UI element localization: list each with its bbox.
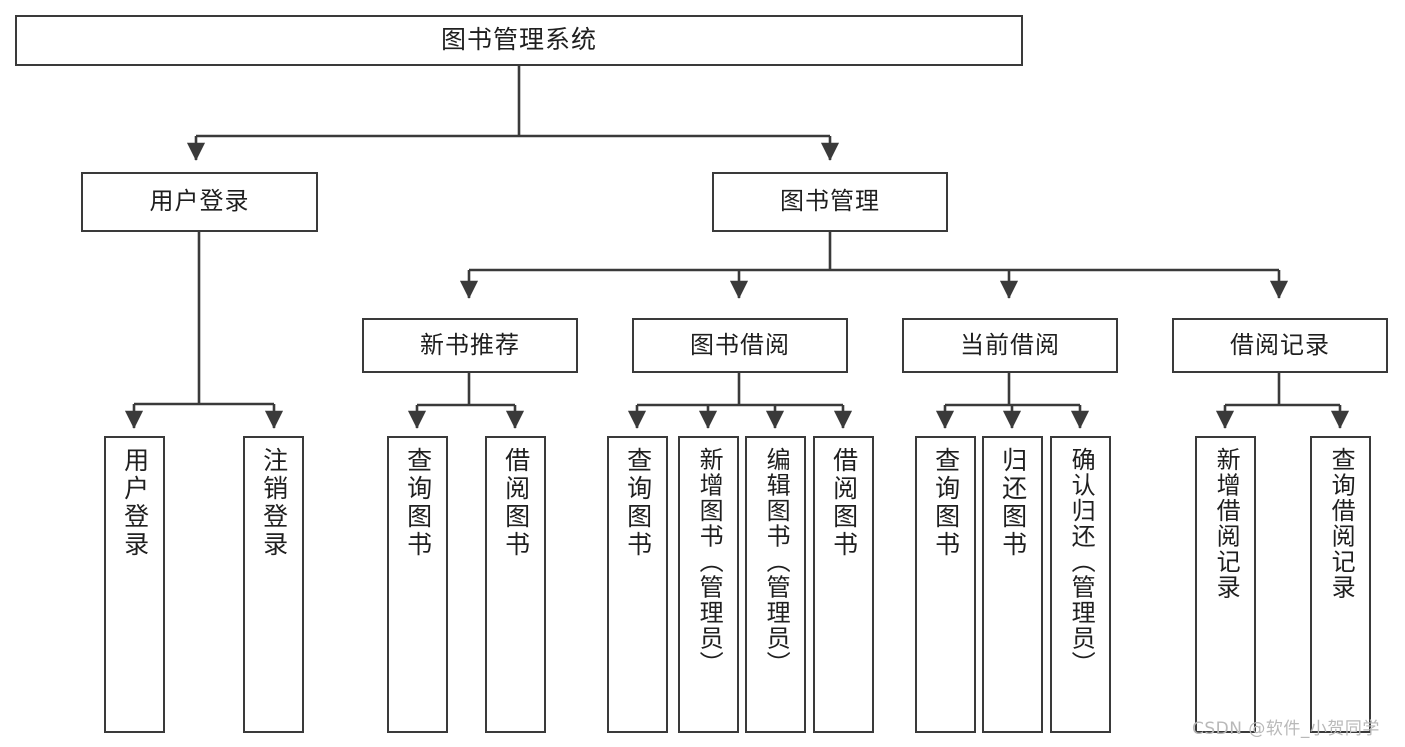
node-leaf-logout-label: 注销登录 [259, 447, 289, 559]
node-leaf-confirm-return-admin[interactable]: 确认归还（管理员） [1050, 436, 1111, 733]
node-leaf-edit-book-admin[interactable]: 编辑图书（管理员） [745, 436, 806, 733]
node-leaf-current-query-book[interactable]: 查询图书 [915, 436, 976, 733]
node-current-borrow[interactable]: 当前借阅 [902, 318, 1118, 373]
node-leaf-query-borrow-record[interactable]: 查询借阅记录 [1310, 436, 1371, 733]
node-leaf-add-borrow-record-label: 新增借阅记录 [1212, 447, 1241, 600]
node-leaf-add-book-admin-label: 新增图书（管理员） [695, 447, 724, 677]
node-user-login-label: 用户登录 [149, 187, 250, 216]
node-leaf-return-book-label: 归还图书 [998, 447, 1028, 559]
node-leaf-newbook-borrow-book[interactable]: 借阅图书 [485, 436, 546, 733]
node-leaf-borrow-query-book-label: 查询图书 [623, 447, 653, 559]
node-leaf-confirm-return-admin-label: 确认归还（管理员） [1067, 447, 1096, 677]
node-user-login[interactable]: 用户登录 [81, 172, 318, 232]
node-book-management-label: 图书管理 [780, 187, 880, 216]
node-leaf-newbook-borrow-book-label: 借阅图书 [501, 447, 531, 559]
node-leaf-borrow-query-book[interactable]: 查询图书 [607, 436, 668, 733]
node-book-borrow-label: 图书借阅 [690, 330, 790, 359]
node-current-borrow-label: 当前借阅 [960, 330, 1060, 359]
node-book-borrow[interactable]: 图书借阅 [632, 318, 848, 373]
node-borrow-record-label: 借阅记录 [1230, 330, 1330, 359]
node-root-label: 图书管理系统 [440, 25, 597, 55]
node-root[interactable]: 图书管理系统 [15, 15, 1023, 66]
node-leaf-borrow-book[interactable]: 借阅图书 [813, 436, 874, 733]
node-leaf-newbook-query-book-label: 查询图书 [403, 447, 433, 559]
node-leaf-add-borrow-record[interactable]: 新增借阅记录 [1195, 436, 1256, 733]
node-leaf-user-login[interactable]: 用户登录 [104, 436, 165, 733]
node-borrow-record[interactable]: 借阅记录 [1172, 318, 1388, 373]
node-new-book-recommend[interactable]: 新书推荐 [362, 318, 578, 373]
node-leaf-borrow-book-label: 借阅图书 [829, 447, 859, 559]
node-leaf-logout[interactable]: 注销登录 [243, 436, 304, 733]
node-leaf-query-borrow-record-label: 查询借阅记录 [1327, 447, 1356, 600]
node-leaf-user-login-label: 用户登录 [120, 447, 150, 559]
node-leaf-add-book-admin[interactable]: 新增图书（管理员） [678, 436, 739, 733]
node-leaf-current-query-book-label: 查询图书 [931, 447, 961, 559]
node-leaf-newbook-query-book[interactable]: 查询图书 [387, 436, 448, 733]
node-leaf-edit-book-admin-label: 编辑图书（管理员） [762, 447, 791, 677]
node-book-management[interactable]: 图书管理 [712, 172, 948, 232]
node-leaf-return-book[interactable]: 归还图书 [982, 436, 1043, 733]
node-new-book-recommend-label: 新书推荐 [420, 330, 520, 359]
